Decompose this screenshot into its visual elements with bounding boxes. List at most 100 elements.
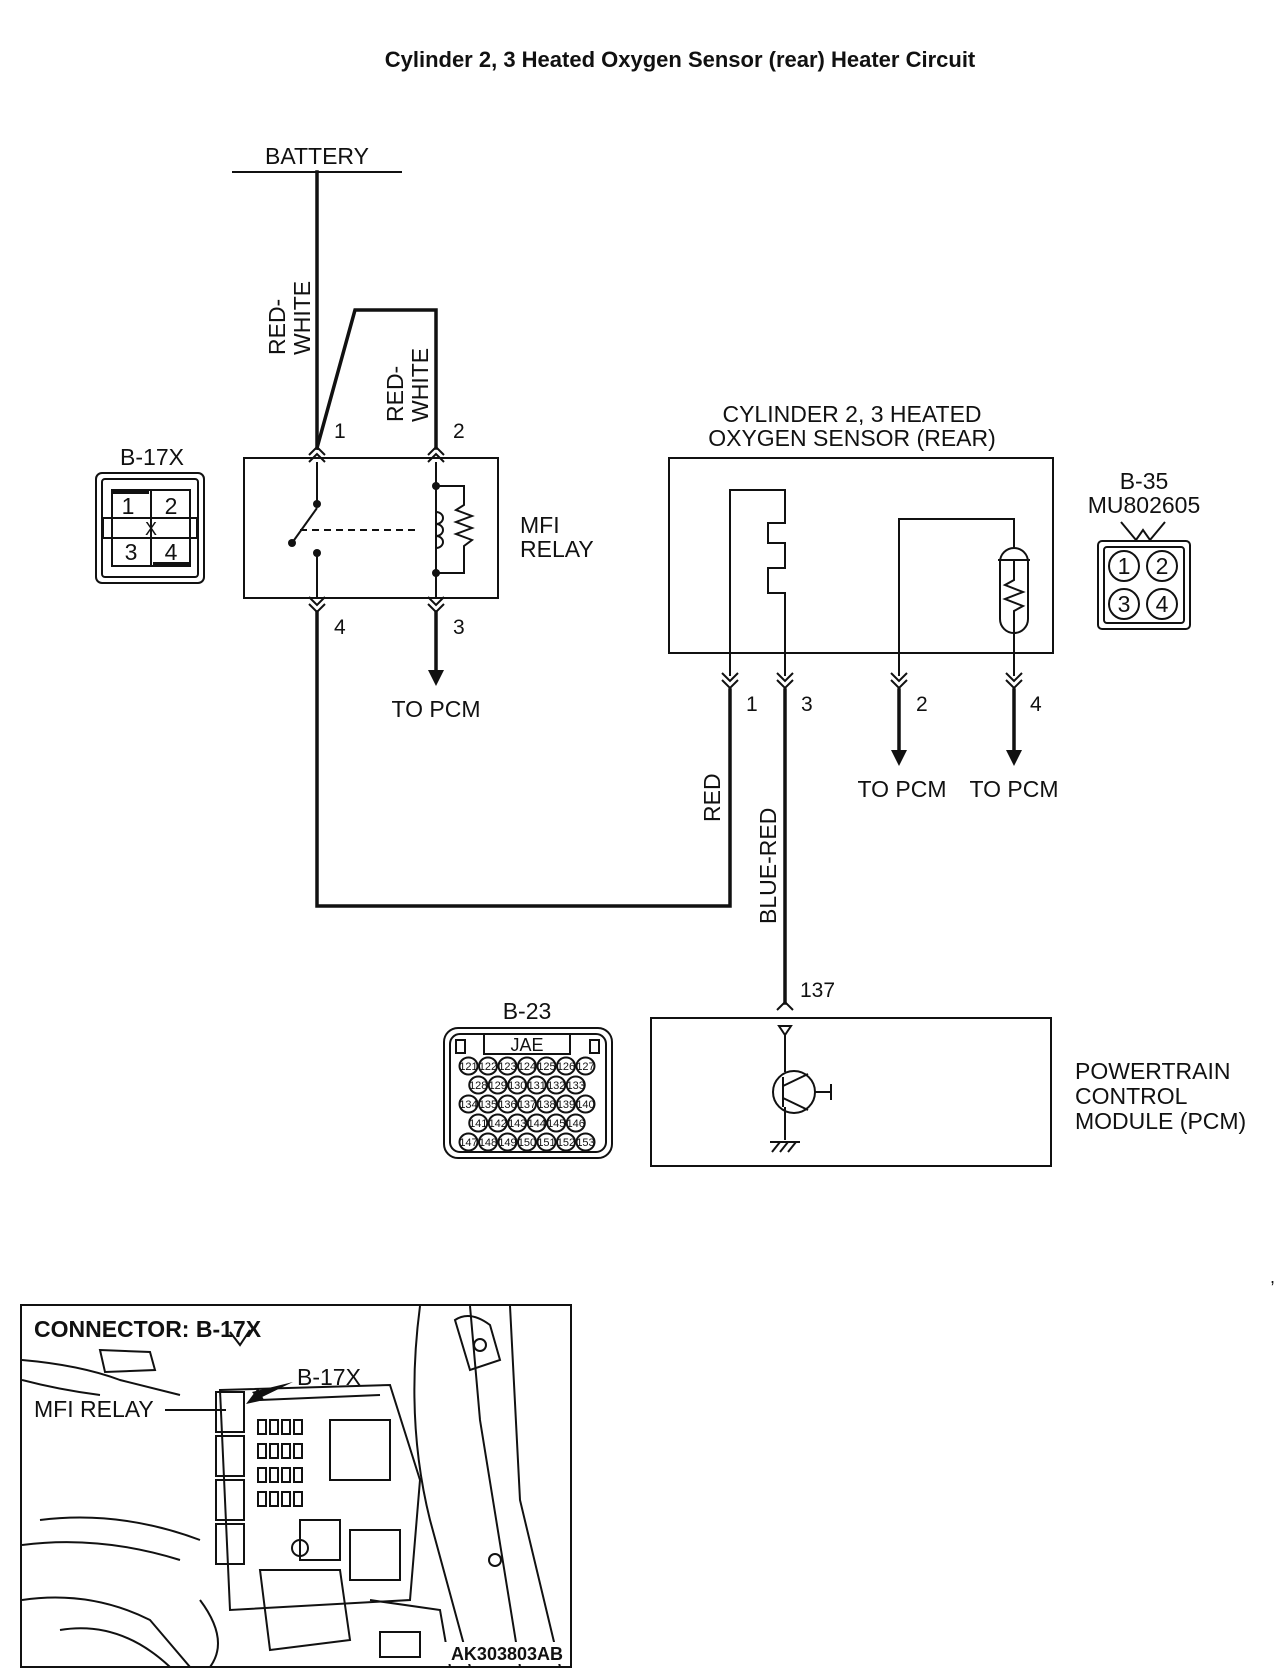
b23-pin	[575, 1056, 596, 1076]
wire-color-red-white-1b: WHITE	[289, 281, 315, 355]
b23-pin	[458, 1056, 479, 1076]
b23-pin-label: 128	[469, 1080, 487, 1092]
battery-supply: BATTERY	[232, 143, 438, 451]
diagram-title: Cylinder 2, 3 Heated Oxygen Sensor (rear…	[385, 47, 976, 72]
b23-pin-label: 149	[498, 1137, 516, 1149]
b23-pin	[458, 1094, 479, 1114]
sensor-to-pcm-right: TO PCM	[969, 776, 1058, 802]
b23-pin	[497, 1132, 518, 1152]
connector-b35-part-number: MU802605	[1088, 492, 1201, 518]
sensor-label-1: CYLINDER 2, 3 HEATED	[722, 401, 981, 427]
b23-pin	[517, 1132, 537, 1152]
connector-b17x-label: B-17X	[120, 444, 184, 470]
b23-pin-label: 148	[479, 1137, 497, 1149]
relay-to-pcm-label: TO PCM	[391, 696, 480, 722]
mfi-relay-label-2: RELAY	[520, 536, 594, 562]
b23-pin	[478, 1094, 498, 1114]
engine-bay-illustration	[22, 1306, 561, 1666]
b23-pin-label: 145	[547, 1118, 565, 1130]
wire-color-red-white-1a: RED-	[264, 299, 290, 355]
b23-pin	[536, 1094, 557, 1114]
connector-b17x-icon: B-17X 1 2 X 3 4	[95, 444, 205, 584]
sensor-to-pcm-left: TO PCM	[857, 776, 946, 802]
sensor-pin-4: 4	[1030, 693, 1042, 716]
sensor-pin-2: 2	[916, 693, 928, 716]
connector-b35-label: B-35	[1120, 468, 1169, 494]
b23-pin	[507, 1075, 528, 1095]
b23-pin-label: 144	[528, 1118, 546, 1130]
connector-b35-icon: B-35 MU802605 1 2 3 4	[1088, 468, 1201, 630]
b23-pin-label: 121	[459, 1061, 477, 1073]
b23-pin	[556, 1094, 576, 1114]
b23-pin	[497, 1094, 518, 1114]
b23-pin-label: 126	[557, 1061, 575, 1073]
b23-pin	[526, 1113, 547, 1133]
relay-pin-3: 3	[453, 616, 465, 639]
b23-pin-label: 150	[518, 1137, 536, 1149]
b23-pin-label: 127	[576, 1061, 594, 1073]
b23-pin-label: 130	[508, 1080, 526, 1092]
figure-id: AK303803AB	[451, 1644, 563, 1664]
relay-pin-4: 4	[334, 616, 346, 639]
b23-pin-label: 153	[576, 1137, 594, 1149]
b23-pin	[517, 1056, 537, 1076]
b23-pin-label: 125	[537, 1061, 555, 1073]
b23-pin-label: 132	[547, 1080, 565, 1092]
b23-pin	[536, 1056, 557, 1076]
b23-pin	[546, 1075, 567, 1095]
b23-pin	[478, 1132, 498, 1152]
b23-pin	[468, 1075, 489, 1095]
wire-color-red: RED	[699, 773, 725, 822]
b23-pin	[517, 1094, 537, 1114]
photo-connector-callout: B-17X	[297, 1364, 361, 1390]
b23-pin-label: 146	[567, 1118, 585, 1130]
b23-brand: JAE	[510, 1035, 543, 1055]
b23-pin	[546, 1113, 567, 1133]
b23-pin-label: 124	[518, 1061, 536, 1073]
b23-pin-label: 122	[479, 1061, 497, 1073]
mfi-relay-label-1: MFI	[520, 512, 560, 538]
oxygen-sensor	[668, 457, 1054, 690]
b35-pin-3: 3	[1118, 591, 1131, 617]
b23-pin	[565, 1075, 586, 1095]
b23-pin-label: 139	[557, 1099, 575, 1111]
relay-pin-2: 2	[453, 420, 465, 443]
b23-pin	[556, 1056, 576, 1076]
b23-pin	[526, 1075, 547, 1095]
b23-pin-label: 123	[498, 1061, 516, 1073]
b23-pin-label: 141	[469, 1118, 487, 1130]
mfi-relay	[243, 445, 499, 614]
b23-pin	[458, 1132, 479, 1152]
b23-pin-label: 131	[528, 1080, 546, 1092]
b17x-pin-2: 2	[165, 493, 178, 519]
battery-label: BATTERY	[265, 143, 369, 169]
b23-pin-label: 135	[479, 1099, 497, 1111]
b23-pin-label: 137	[518, 1099, 536, 1111]
b23-pin	[565, 1113, 586, 1133]
b23-pin	[497, 1056, 518, 1076]
b23-pin-label: 133	[567, 1080, 585, 1092]
b35-pin-2: 2	[1156, 553, 1169, 579]
pcm-module	[650, 1000, 1052, 1167]
b23-pin	[468, 1113, 489, 1133]
relay-pin-1: 1	[334, 420, 346, 443]
b23-pin-label: 140	[576, 1099, 594, 1111]
photo-heading: CONNECTOR: B-17X	[34, 1316, 262, 1342]
b35-pin-1: 1	[1118, 553, 1131, 579]
wire-color-red-white-2a: RED-	[382, 366, 408, 422]
b23-pin-label: 136	[498, 1099, 516, 1111]
sensor-label-2: OXYGEN SENSOR (REAR)	[708, 425, 996, 451]
b23-pin	[487, 1113, 508, 1133]
sensor-pin-3: 3	[801, 693, 813, 716]
b23-pin	[556, 1132, 576, 1152]
b23-pin	[575, 1132, 596, 1152]
pcm-label-1: POWERTRAIN	[1075, 1058, 1230, 1084]
pcm-terminal-137: 137	[800, 979, 835, 1002]
pcm-label-2: CONTROL	[1075, 1083, 1188, 1109]
wire-color-red-white-2b: WHITE	[407, 348, 433, 422]
sensor-pin-1: 1	[746, 693, 758, 716]
b23-pin	[478, 1056, 498, 1076]
